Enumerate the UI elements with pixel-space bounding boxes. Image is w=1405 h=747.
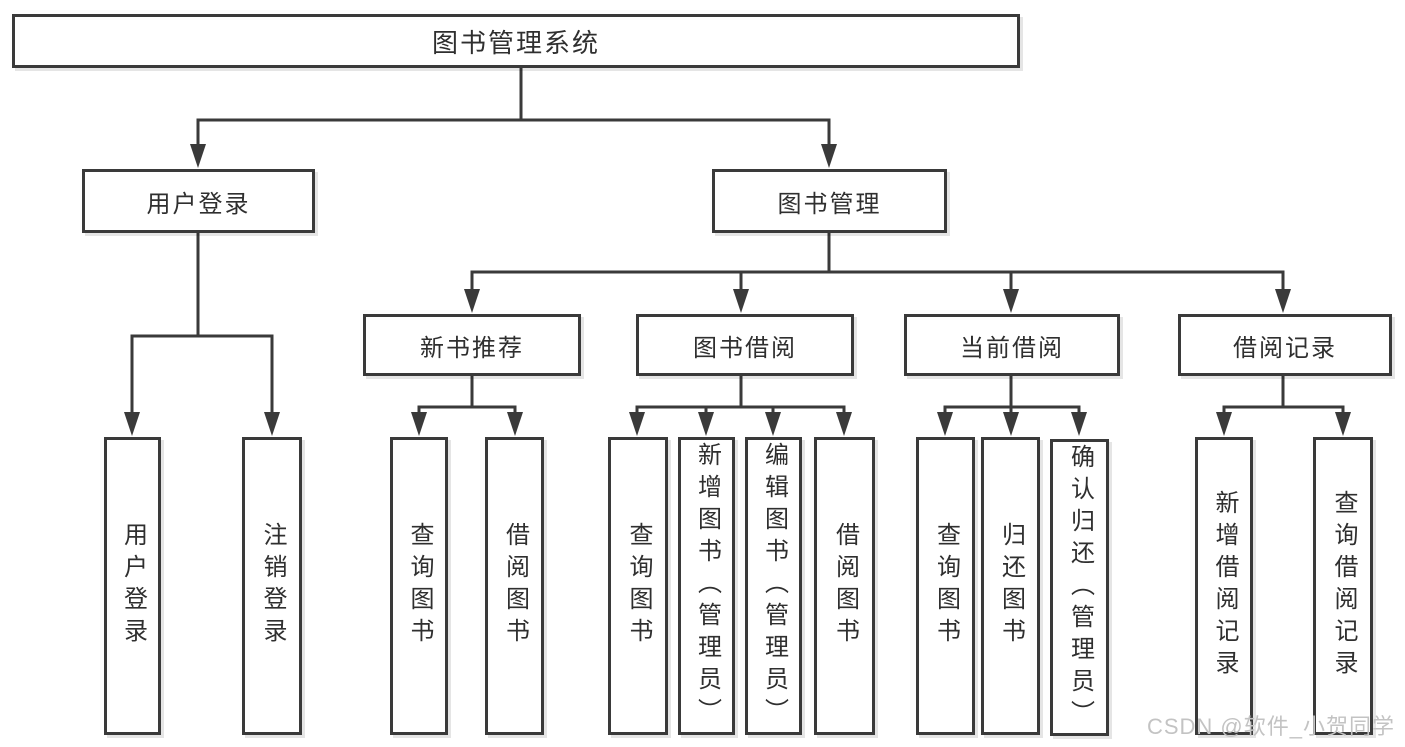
node-book-borrowing-label: 图书借阅 bbox=[693, 334, 797, 362]
connector-mgmt-to-level3 bbox=[464, 233, 1291, 313]
leaf-edit-book-admin: 编辑图书（管理员） bbox=[745, 437, 802, 735]
connector-records-to-leaves bbox=[1216, 376, 1351, 436]
leaf-query-borrow-record-label: 查询借阅记录 bbox=[1330, 490, 1357, 682]
leaf-query-books-current-label: 查询图书 bbox=[932, 522, 960, 650]
leaf-return-books-label: 归还图书 bbox=[997, 522, 1025, 650]
connector-current-to-leaves bbox=[937, 376, 1087, 436]
leaf-query-borrow-record: 查询借阅记录 bbox=[1313, 437, 1373, 735]
leaf-query-books-borrow: 查询图书 bbox=[608, 437, 668, 735]
node-root-system-label: 图书管理系统 bbox=[431, 27, 600, 58]
leaf-add-borrow-record-label: 新增借阅记录 bbox=[1211, 490, 1238, 682]
node-book-management-label: 图书管理 bbox=[777, 190, 882, 218]
connector-root-to-level2 bbox=[190, 67, 837, 168]
node-current-borrowing-label: 当前借阅 bbox=[960, 334, 1064, 362]
node-book-management: 图书管理 bbox=[712, 169, 947, 233]
leaf-query-books-newrec: 查询图书 bbox=[390, 437, 448, 735]
leaf-return-books: 归还图书 bbox=[981, 437, 1040, 735]
node-root-system: 图书管理系统 bbox=[12, 14, 1020, 68]
leaf-query-books-borrow-label: 查询图书 bbox=[625, 522, 652, 650]
node-borrowing-records-label: 借阅记录 bbox=[1233, 334, 1337, 362]
node-new-book-recommend-label: 新书推荐 bbox=[420, 334, 524, 362]
node-borrowing-records: 借阅记录 bbox=[1178, 314, 1392, 376]
connector-borrow-to-leaves bbox=[629, 376, 852, 436]
leaf-query-books-newrec-label: 查询图书 bbox=[406, 522, 433, 650]
leaf-logout: 注销登录 bbox=[242, 437, 302, 735]
leaf-borrow-books-newrec: 借阅图书 bbox=[485, 437, 544, 735]
leaf-confirm-return-admin: 确认归还（管理员） bbox=[1050, 439, 1109, 736]
leaf-add-book-admin: 新增图书（管理员） bbox=[678, 437, 735, 735]
node-new-book-recommend: 新书推荐 bbox=[363, 314, 581, 376]
leaf-add-borrow-record: 新增借阅记录 bbox=[1195, 437, 1253, 735]
leaf-borrow-books-newrec-label: 借阅图书 bbox=[501, 522, 529, 650]
leaf-query-books-current: 查询图书 bbox=[916, 437, 975, 735]
leaf-user-login-label: 用户登录 bbox=[119, 522, 147, 650]
node-user-login-label: 用户登录 bbox=[146, 190, 251, 218]
node-book-borrowing: 图书借阅 bbox=[636, 314, 854, 376]
leaf-confirm-return-admin-label: 确认归还（管理员） bbox=[1066, 443, 1094, 732]
leaf-user-login: 用户登录 bbox=[104, 437, 161, 735]
node-current-borrowing: 当前借阅 bbox=[904, 314, 1120, 376]
watermark: CSDN @软件_小贺同学 bbox=[1146, 714, 1395, 739]
connector-login-to-leaves bbox=[124, 233, 280, 436]
leaf-borrow-books-borrow-label: 借阅图书 bbox=[831, 522, 859, 650]
leaf-logout-label: 注销登录 bbox=[259, 522, 286, 650]
connector-newrec-to-leaves bbox=[411, 376, 523, 436]
node-user-login: 用户登录 bbox=[82, 169, 315, 233]
leaf-edit-book-admin-label: 编辑图书（管理员） bbox=[760, 442, 788, 730]
leaf-borrow-books-borrow: 借阅图书 bbox=[814, 437, 875, 735]
leaf-add-book-admin-label: 新增图书（管理员） bbox=[693, 442, 721, 730]
